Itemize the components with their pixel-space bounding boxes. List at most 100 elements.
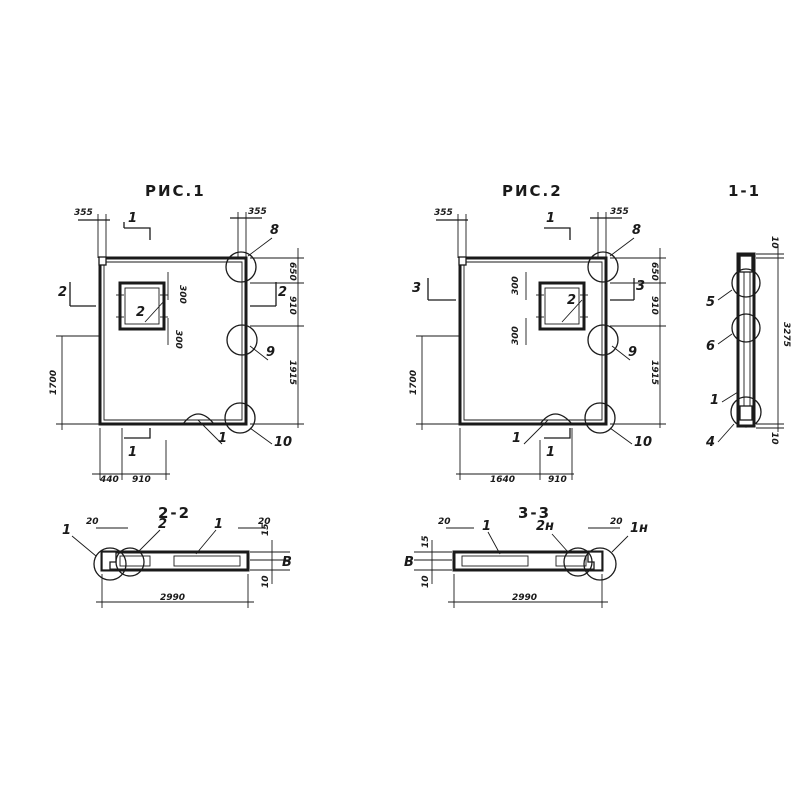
dim-20-left: 20 xyxy=(86,517,99,527)
window-opening-inner xyxy=(544,287,580,325)
dim-300a: 300 xyxy=(177,285,187,304)
dim-300b: 300 xyxy=(511,326,521,345)
dim-355-left: 355 xyxy=(74,208,93,218)
label-2: 2 xyxy=(567,293,576,308)
dim-20-left: 20 xyxy=(438,517,451,527)
label-2: 2 xyxy=(158,517,167,532)
dim-910: 910 xyxy=(287,296,297,315)
dim-v: В xyxy=(282,555,292,570)
panel-inner-edge xyxy=(463,261,603,421)
section-2-left: 2 xyxy=(58,285,67,300)
label-10: 10 xyxy=(634,435,652,450)
dim-2990: 2990 xyxy=(160,593,185,603)
label-1n: 1н xyxy=(630,521,648,536)
dim-1640: 1640 xyxy=(490,475,515,485)
figure-2: РИС.2 2 300 300 355 355 1 1 3 3 xyxy=(409,182,666,485)
label-1: 1 xyxy=(482,519,491,534)
dim-650: 650 xyxy=(287,262,297,281)
dim-440: 440 xyxy=(99,475,119,485)
window-opening xyxy=(538,281,586,331)
bottom-joint xyxy=(739,405,753,421)
dim-1700: 1700 xyxy=(49,370,59,395)
rib-1 xyxy=(461,555,529,567)
detail-circle-10 xyxy=(584,402,616,434)
window-opening xyxy=(118,281,166,331)
dim-1915: 1915 xyxy=(287,360,297,385)
corner-notch xyxy=(98,256,107,266)
dim-300b: 300 xyxy=(173,330,183,349)
corner-notch xyxy=(458,256,467,266)
label-4: 4 xyxy=(705,435,715,450)
detail-circle-6 xyxy=(731,313,761,343)
detail-circle-8 xyxy=(225,251,257,283)
dim-1915: 1915 xyxy=(649,360,659,385)
label-2n: 2н xyxy=(536,519,554,534)
label-1: 1 xyxy=(512,431,521,446)
rib-2 xyxy=(119,555,151,567)
dim-2990: 2990 xyxy=(512,593,537,603)
panel-outline xyxy=(458,256,608,426)
section-1-bottom: 1 xyxy=(546,445,555,460)
section-3-3: 3-3 1 2н 1н 20 20 15 10 В 2990 xyxy=(404,504,648,608)
top-joint xyxy=(739,255,753,273)
dim-910-bottom: 910 xyxy=(548,475,567,485)
panel-outline xyxy=(98,256,248,426)
dim-10-bottom: 10 xyxy=(769,432,779,445)
figure-2-title: РИС.2 xyxy=(502,182,563,200)
dim-10: 10 xyxy=(421,575,431,588)
section-2-2-title: 2-2 xyxy=(158,504,191,522)
label-9: 9 xyxy=(628,345,637,360)
dim-300a: 300 xyxy=(511,276,521,295)
figure-1: РИС.1 2 300 300 355 355 1 1 xyxy=(49,182,304,485)
rib-2n xyxy=(555,555,587,567)
detail-circle-9 xyxy=(226,324,258,356)
panel-inner-edge xyxy=(103,261,243,421)
detail-circle-9 xyxy=(587,324,619,356)
section-1-top: 1 xyxy=(128,211,137,226)
edge-joint xyxy=(101,551,117,571)
detail-circle-10 xyxy=(224,402,256,434)
label-1: 1 xyxy=(710,393,719,408)
section-1-top: 1 xyxy=(546,211,555,226)
label-10: 10 xyxy=(274,435,292,450)
rib-1 xyxy=(173,555,241,567)
dim-355-right: 355 xyxy=(248,207,267,217)
dim-20-right: 20 xyxy=(610,517,623,527)
dim-20-right: 20 xyxy=(258,517,271,527)
section-3-3-title: 3-3 xyxy=(518,504,551,522)
dim-3275: 3275 xyxy=(781,322,791,347)
label-6: 6 xyxy=(706,339,715,354)
figure-1-title: РИС.1 xyxy=(145,182,206,200)
label-1b: 1 xyxy=(214,517,223,532)
dim-355-right: 355 xyxy=(610,207,629,217)
dim-910: 910 xyxy=(649,296,659,315)
section-2-2-slab xyxy=(100,550,250,572)
section-3-right: 3 xyxy=(636,279,645,294)
detail-arc-1 xyxy=(182,413,215,425)
label-5: 5 xyxy=(706,295,715,310)
label-2: 2 xyxy=(136,305,145,320)
dim-15: 15 xyxy=(261,523,271,536)
section-2-right: 2 xyxy=(278,285,287,300)
section-1-bottom: 1 xyxy=(128,445,137,460)
detail-arc-1 xyxy=(539,413,573,425)
dim-v: В xyxy=(404,555,414,570)
dim-10: 10 xyxy=(261,575,271,588)
section-2-2: 2-2 1 2 1 20 20 15 10 В 2990 xyxy=(62,504,292,608)
section-1-1-title: 1-1 xyxy=(728,182,761,200)
detail-circle-1 xyxy=(93,547,127,581)
dim-355-left: 355 xyxy=(434,208,453,218)
dim-15: 15 xyxy=(421,535,431,548)
detail-circle-2 xyxy=(115,547,145,577)
detail-circle-1n xyxy=(583,547,617,581)
label-8: 8 xyxy=(270,223,279,238)
dim-1700: 1700 xyxy=(409,370,419,395)
label-8: 8 xyxy=(632,223,641,238)
section-3-left: 3 xyxy=(412,281,421,296)
dim-910-bottom: 910 xyxy=(132,475,151,485)
dim-650: 650 xyxy=(649,262,659,281)
detail-circle-5 xyxy=(731,268,761,298)
detail-circle-4 xyxy=(730,396,762,428)
section-1-1-body xyxy=(736,252,756,428)
